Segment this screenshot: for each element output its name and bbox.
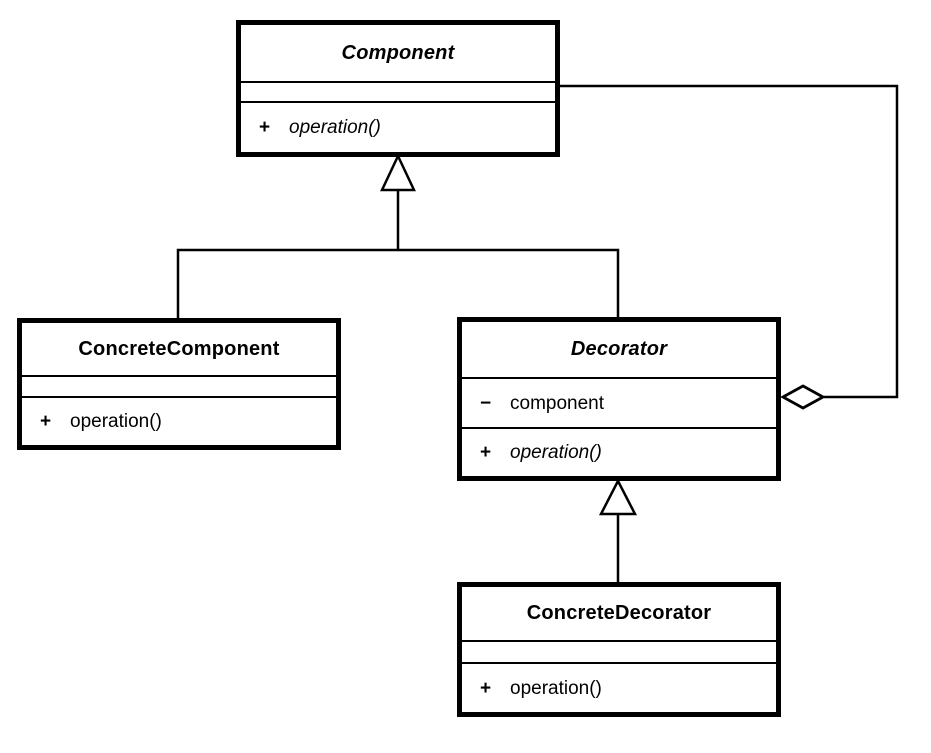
operation-row: + operation() — [22, 412, 336, 431]
attribute-name: component — [510, 392, 605, 414]
attributes-section — [462, 642, 776, 664]
class-title: ConcreteDecorator — [462, 587, 776, 642]
class-box-decorator: Decorator − component + operation() — [457, 317, 781, 481]
class-title: Decorator — [462, 322, 776, 379]
operations-section: + operation() — [241, 103, 555, 152]
visibility-symbol: + — [480, 442, 492, 463]
aggregation-diamond-icon — [780, 384, 826, 410]
inheritance-triangle-icon — [598, 478, 638, 516]
class-box-concrete-decorator: ConcreteDecorator + operation() — [457, 582, 781, 717]
class-title: Component — [241, 25, 555, 83]
operation-signature: operation() — [510, 677, 602, 699]
operation-row: + operation() — [462, 679, 776, 698]
visibility-symbol: + — [40, 411, 52, 432]
inheritance-triangle-icon — [380, 153, 416, 192]
visibility-symbol: + — [480, 677, 492, 699]
operation-row: + operation() — [462, 443, 776, 462]
visibility-symbol: − — [480, 392, 492, 414]
class-title: ConcreteComponent — [22, 323, 336, 377]
operation-signature: operation() — [510, 442, 602, 463]
operations-section: + operation() — [462, 664, 776, 712]
class-box-component: Component + operation() — [236, 20, 560, 157]
attributes-section: − component — [462, 379, 776, 429]
attributes-section — [22, 377, 336, 398]
operation-signature: operation() — [70, 411, 162, 432]
attributes-section — [241, 83, 555, 103]
generalization-branch-line — [176, 248, 620, 321]
operations-section: + operation() — [462, 429, 776, 476]
class-box-concrete-component: ConcreteComponent + operation() — [17, 318, 341, 450]
attribute-row: − component — [462, 394, 776, 413]
operation-signature: operation() — [289, 117, 381, 138]
aggregation-line — [557, 84, 899, 399]
operation-row: + operation() — [241, 118, 555, 137]
visibility-symbol: + — [259, 117, 271, 138]
operations-section: + operation() — [22, 398, 336, 445]
